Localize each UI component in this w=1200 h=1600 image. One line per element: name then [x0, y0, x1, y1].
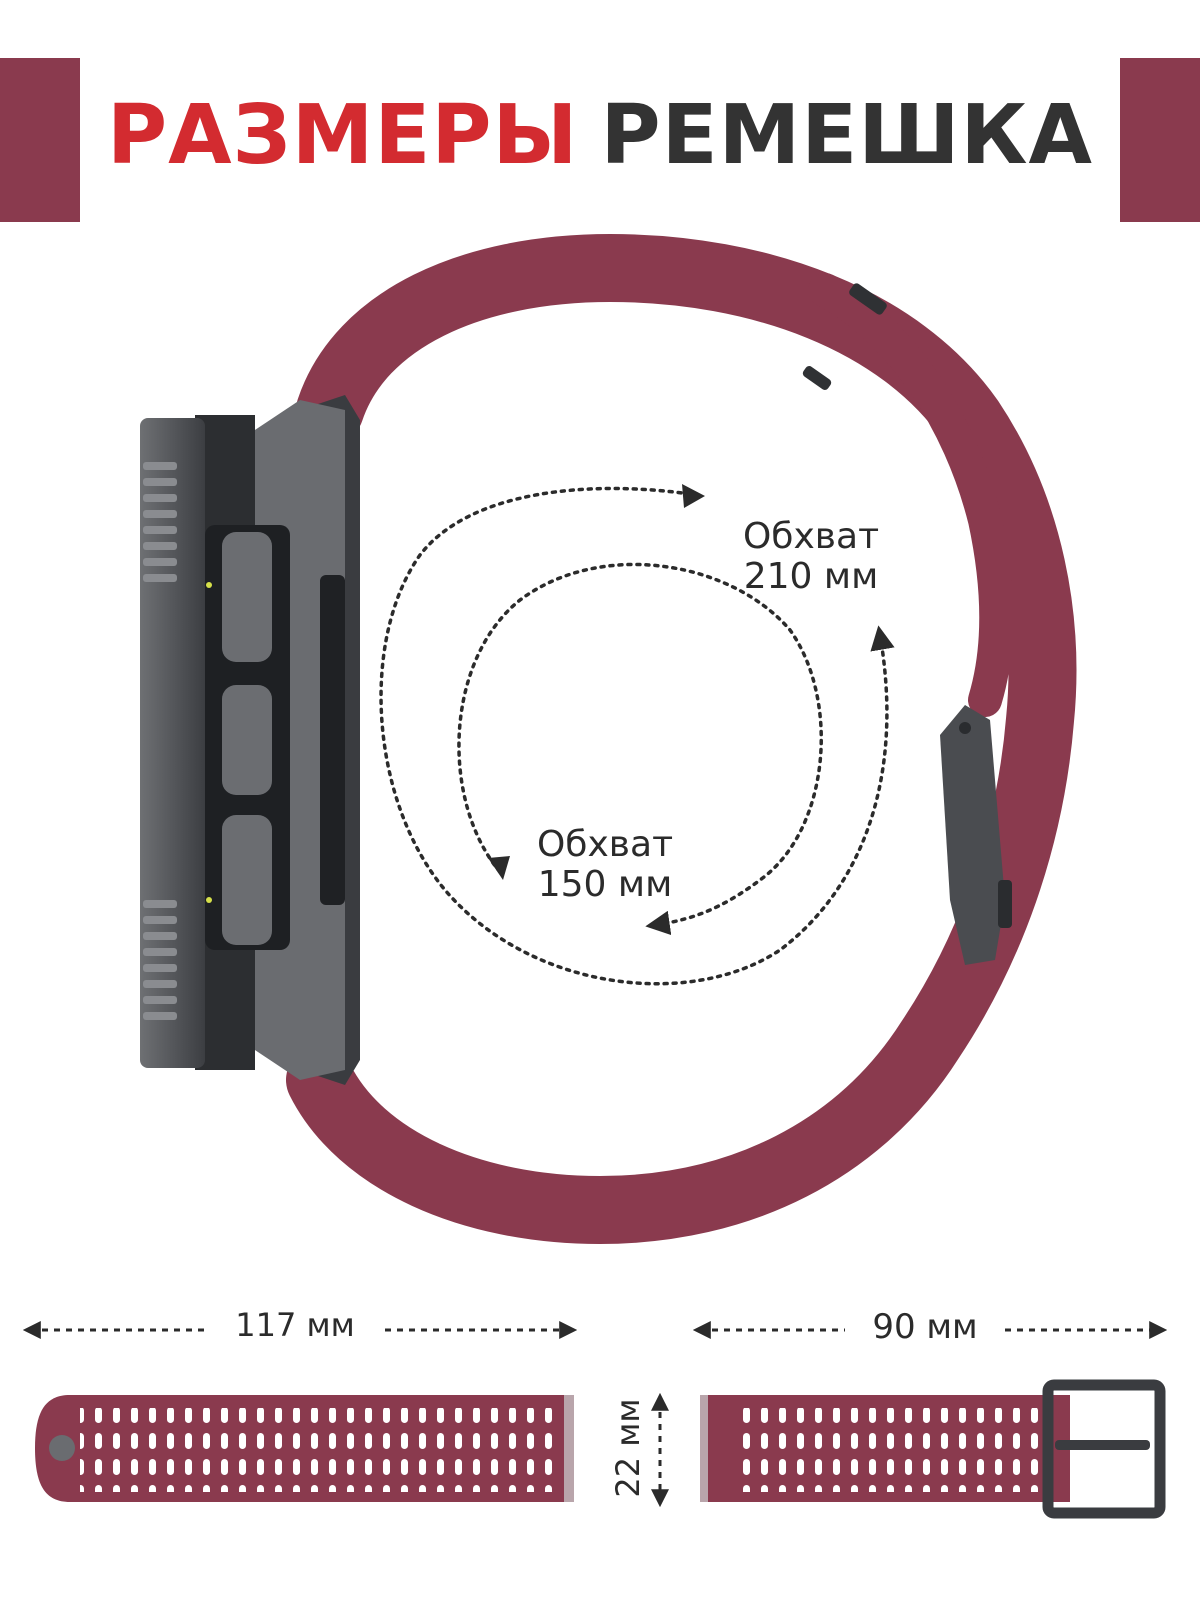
short-strap-piece	[700, 1379, 1166, 1519]
strap-width-label: 22 мм	[609, 1398, 647, 1498]
long-strap-piece	[35, 1395, 574, 1502]
keeper-stud-top	[849, 283, 887, 315]
outer-label-line1: Обхват	[742, 516, 880, 557]
corner-accent-left	[0, 58, 80, 222]
watch-button-bottom	[222, 815, 272, 945]
inner-arrowhead	[488, 856, 510, 880]
outer-circumference-arrow	[379, 486, 895, 986]
strap-loop	[286, 233, 1077, 1245]
title-part-2: РЕМЕШКА	[600, 88, 1093, 183]
outer-circumference-label: Обхват 210 мм	[726, 517, 896, 597]
watch-button-top	[222, 532, 272, 662]
keeper-stud-bottom	[802, 366, 832, 390]
short-strap-length-label: 90 мм	[872, 1307, 978, 1347]
inner-label-line1: Обхват	[536, 824, 674, 865]
strap-free-end	[802, 273, 1014, 717]
inner-circumference-arrow	[457, 562, 823, 936]
outer-arrowhead	[682, 484, 705, 508]
corner-accent-right	[1120, 58, 1200, 222]
title-part-1: РАЗМЕРЫ	[106, 88, 579, 183]
long-strap-length-label: 117 мм	[235, 1306, 355, 1344]
outer-label-line2: 210 мм	[743, 556, 879, 597]
inner-circumference-label: Обхват 150 мм	[520, 825, 690, 905]
strap-stud	[49, 1435, 75, 1461]
watch-side-icon	[140, 395, 360, 1085]
inner-label-line2: 150 мм	[537, 864, 673, 905]
buckle-frame	[1042, 1379, 1166, 1519]
buckle-icon	[940, 705, 1012, 965]
watch-button-middle	[222, 685, 272, 795]
